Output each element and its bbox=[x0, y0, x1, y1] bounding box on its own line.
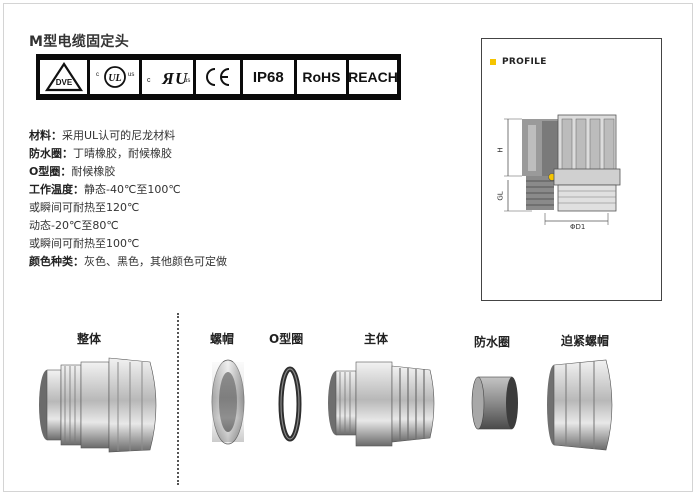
part-label-body: 主体 bbox=[364, 332, 389, 346]
spec-row: 动态-20℃至80℃ bbox=[29, 219, 119, 232]
profile-panel: PROFILE bbox=[481, 38, 662, 301]
spec-row: 防水圈：丁晴橡胶，耐候橡胶 bbox=[29, 147, 172, 160]
ce-icon bbox=[196, 60, 240, 94]
spec-row: 或瞬间可耐热至120℃ bbox=[29, 201, 140, 214]
main-body-image bbox=[328, 361, 435, 447]
profile-drawing bbox=[504, 114, 621, 225]
spec-row: O型圈：耐候橡胶 bbox=[29, 165, 116, 178]
profile-title: PROFILE bbox=[502, 57, 547, 67]
spec-row: 或瞬间可耐热至100℃ bbox=[29, 237, 140, 250]
svg-text:Я: Я bbox=[161, 69, 175, 88]
specifications: 材料：采用UL认可的尼龙材料 防水圈：丁晴橡胶，耐候橡胶 O型圈：耐候橡胶 工作… bbox=[29, 127, 227, 271]
reach-badge: REACH bbox=[348, 60, 398, 94]
profile-header: PROFILE bbox=[490, 57, 547, 67]
svg-text:c: c bbox=[96, 72, 99, 78]
svg-text:us: us bbox=[128, 72, 134, 78]
part-label-nut: 螺帽 bbox=[210, 332, 235, 346]
svg-text:us: us bbox=[184, 78, 190, 84]
o-ring-image bbox=[278, 366, 302, 442]
whole-gland-image bbox=[39, 357, 157, 453]
cru-us-icon: c Я U us bbox=[142, 60, 194, 94]
svg-text:UL: UL bbox=[108, 73, 121, 84]
seal-nut-image bbox=[547, 359, 613, 451]
part-label-seal-nut: 迫紧螺帽 bbox=[561, 334, 610, 348]
svg-text:DVE: DVE bbox=[55, 78, 72, 87]
certification-bar: DVE c UL us c Я U us IP68 RoHS REACH bbox=[36, 54, 401, 100]
nut-image bbox=[211, 359, 245, 445]
divider bbox=[177, 313, 179, 485]
page-title: M型电缆固定头 bbox=[29, 34, 130, 50]
page-frame bbox=[3, 3, 693, 492]
part-label-o-ring: O型圈 bbox=[269, 332, 304, 346]
vde-icon: DVE bbox=[40, 60, 88, 94]
spec-row: 材料：采用UL认可的尼龙材料 bbox=[29, 129, 176, 142]
part-label-seal: 防水圈 bbox=[474, 335, 511, 349]
ip68-badge: IP68 bbox=[242, 60, 294, 94]
svg-text:c: c bbox=[147, 77, 151, 84]
part-label-whole: 整体 bbox=[77, 332, 102, 346]
svg-text:U: U bbox=[175, 69, 188, 88]
square-bullet-icon bbox=[490, 59, 496, 65]
spec-row: 颜色种类：灰色、黑色，其他颜色可定做 bbox=[29, 255, 227, 268]
spec-row: 工作温度：静态-40℃至100℃ bbox=[29, 183, 181, 196]
cul-us-icon: c UL us bbox=[90, 60, 140, 94]
rohs-badge: RoHS bbox=[296, 60, 346, 94]
dimension-d1-label: ΦD1 bbox=[570, 223, 586, 231]
seal-image bbox=[471, 376, 518, 430]
